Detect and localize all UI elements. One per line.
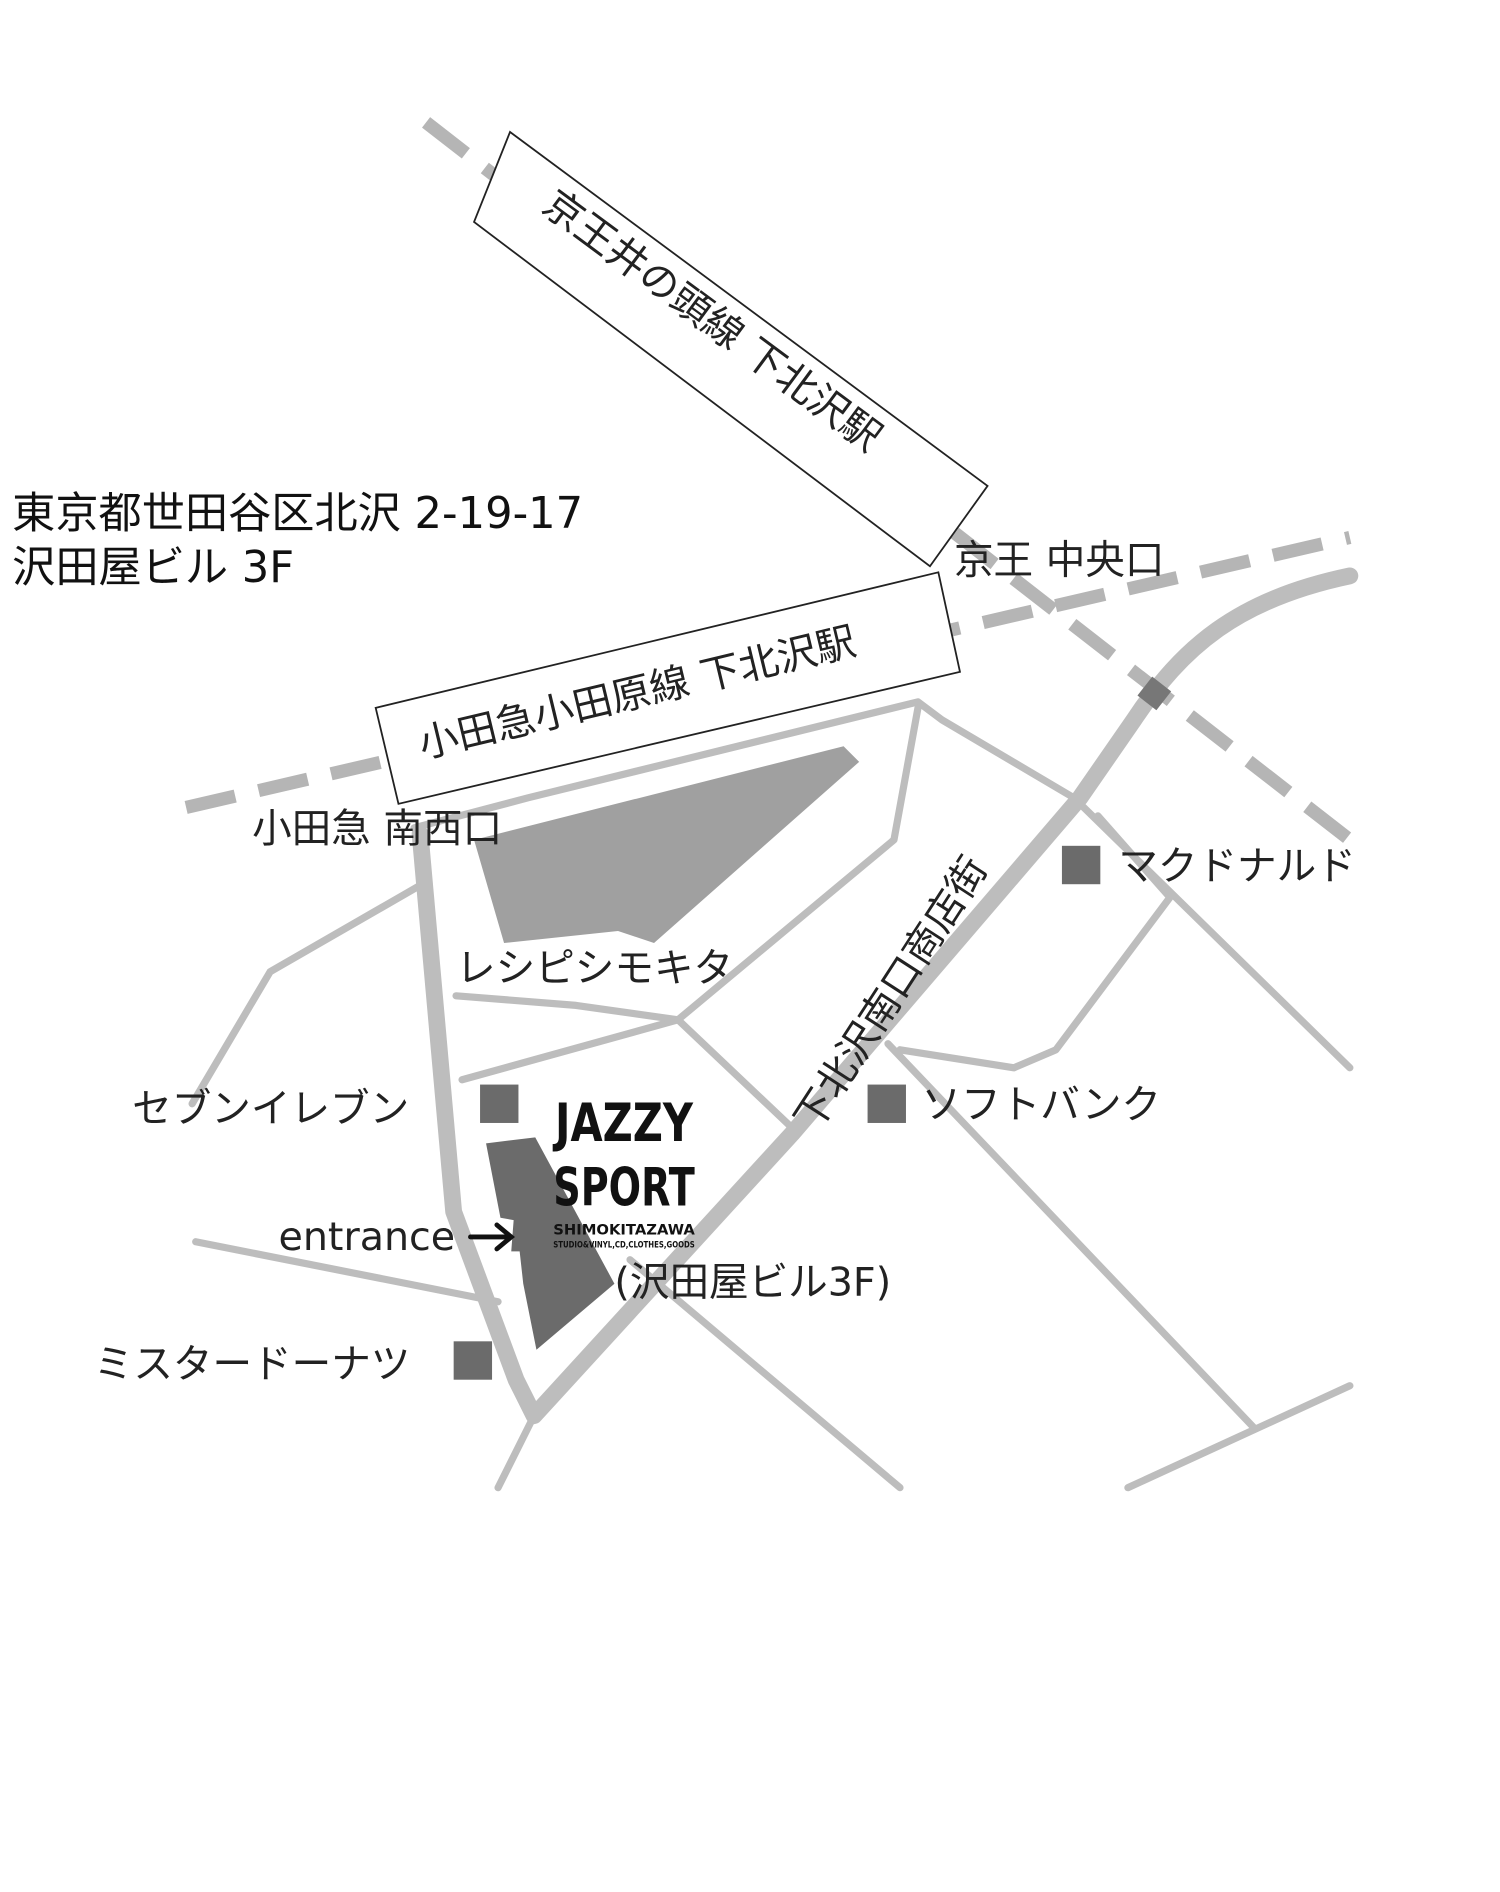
address-line-2: 沢田屋ビル 3F: [12, 543, 294, 593]
keio-station-label: 京王井の頭線 下北沢駅: [534, 181, 890, 461]
logo-line-1: JAZZY: [553, 1093, 694, 1154]
minor-roads: [188, 698, 1354, 1492]
softbank-label: ソフトバンク: [922, 1082, 1161, 1128]
odakyu-southwest-exit-label: 小田急 南西口: [252, 806, 502, 852]
logo-line-3: SHIMOKITAZAWA: [553, 1223, 695, 1239]
logo-tagline: STUDIO&VINYL,CD,CLOTHES,GOODS: [553, 1240, 695, 1250]
entrance-arrow-icon: [468, 1222, 515, 1252]
mister-donut-marker: [453, 1341, 493, 1380]
softbank-marker: [867, 1084, 906, 1123]
recipi-building: [474, 746, 860, 944]
odakyu-station-box: 小田急小田原線 下北沢駅: [374, 571, 962, 805]
building-label: (沢田屋ビル3F): [614, 1260, 891, 1306]
keio-central-exit-label: 京王 中央口: [954, 537, 1164, 583]
logo-line-2: SPORT: [553, 1158, 695, 1219]
mcdonalds-label: マクドナルド: [1118, 843, 1355, 889]
main-road: [411, 567, 1359, 1425]
mister-donut-label: ミスタードーナツ: [94, 1341, 411, 1387]
mcdonalds-marker: [1061, 845, 1101, 885]
recipi-label: レシピシモキタ: [456, 945, 733, 991]
jazzy-sport-building: [486, 1137, 615, 1350]
rail-crossing: [1137, 676, 1172, 711]
address-line-1: 東京都世田谷区北沢 2-19-17: [12, 489, 583, 539]
seven-eleven-label: セブンイレブン: [132, 1086, 409, 1132]
entrance-label: entrance: [278, 1214, 455, 1260]
seven-eleven-marker: [480, 1084, 519, 1123]
jazzy-sport-logo: JAZZY SPORT SHIMOKITAZAWA STUDIO&VINYL,C…: [553, 1093, 696, 1250]
